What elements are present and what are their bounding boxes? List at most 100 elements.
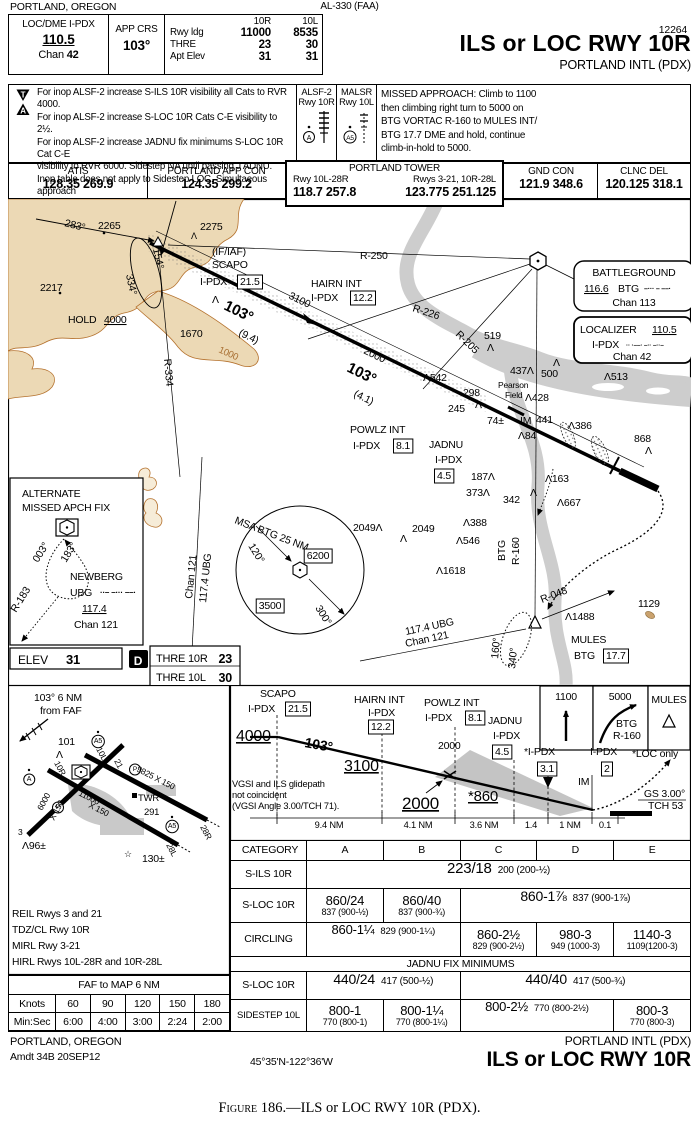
chart-label: 23 [218, 652, 232, 666]
chart-label: Λ386 [568, 420, 592, 432]
chart-label: 1.4 [525, 820, 537, 830]
minsec-value: 3:00 [124, 1012, 160, 1030]
chart-label: 2049 [412, 523, 435, 535]
chart-label: BTG [574, 650, 595, 662]
s-loc-cde: 860-1⅞ 837 (900-1⅞) [459, 888, 690, 922]
circling-ab-main: 860-1¼ [331, 922, 375, 937]
sidestep-cd: 800-2½ 770 (800-2½) [459, 999, 614, 1032]
marker-beacon [560, 421, 576, 449]
gp-x-mark [443, 770, 457, 780]
gnd-con-label: GND CON [528, 166, 574, 177]
chart-label: Λ542 [423, 372, 447, 384]
chart-label: Λ546 [456, 535, 480, 547]
chart-label: ··– –··· ––· [100, 588, 136, 597]
chart-label: HIRL Rwys 10L-28R and 10R-28L [12, 957, 163, 968]
chart-label-box [434, 468, 455, 484]
chart-label: 2049Λ [353, 522, 383, 534]
malsr-cell: MALSR Rwy 10L A5 [336, 85, 376, 162]
apt-elev-label: Apt Elev [170, 51, 205, 62]
mules-fix-triangle [528, 614, 542, 629]
missed-line: climb-in-hold to 5000. [381, 143, 472, 155]
cat-e: E [613, 841, 690, 860]
notes-text-cell: T A For inop ALSF-2 increase S-ILS 10R v… [9, 85, 296, 210]
alternate-minimums-icon: A [16, 103, 30, 116]
circling-e-main: 1140-3 [632, 926, 672, 942]
cat-c: C [459, 841, 537, 860]
fix-jadnu: JADNU [429, 439, 463, 451]
s-loc-b-sub: 837 (900-¾) [398, 906, 446, 917]
chart-label: Λ [400, 533, 407, 545]
s-ils-sub: 200 (200-½) [497, 865, 550, 876]
vortac-hexagon [74, 765, 88, 779]
chart-label: I-PDX [248, 703, 275, 715]
chart-label: SCAPO [260, 688, 296, 700]
chart-label-box [23, 773, 36, 786]
tower-box: PORTLAND TOWER Rwy 10L-28R Rwys 3-21, 10… [285, 160, 504, 207]
footer-title-block: PORTLAND INTL (PDX) ILS or LOC RWY 10R [487, 1034, 692, 1072]
clnc-del-freq: 120.125 318.1 [605, 177, 683, 191]
circling-d-sub: 949 (1000-3) [550, 940, 600, 951]
s-ils-main: 223/18 [447, 860, 492, 877]
airport-elev-label: ELEV [18, 653, 48, 667]
chart-label: 0.1 [599, 820, 611, 830]
chart-label: 2275 [200, 221, 223, 233]
s-loc-jadnu-cde-sub: 417 (500-¾) [572, 976, 626, 987]
alsf2-cell: ALSF-2 Rwy 10R A [296, 85, 336, 162]
dotted-arrow [537, 468, 554, 516]
ubg-radial-line [191, 456, 203, 652]
pearson-field-runway [507, 405, 525, 417]
cat-b: B [382, 841, 460, 860]
navaid-newberg: NEWBERG [70, 571, 123, 583]
app-con-freq: 124.35 299.2 [181, 177, 252, 191]
s-loc-jadnu-cde: 440/40 417 (500-¾) [459, 971, 690, 999]
knots-value: 90 [89, 994, 125, 1012]
mules-hold [499, 611, 533, 667]
knots-value: 60 [55, 994, 90, 1012]
chart-label: I-PDX [353, 440, 380, 452]
chart-label: IM [578, 776, 589, 788]
chart-label: 154° [150, 247, 166, 270]
note-line: visibility to RVR 6000. Sidestep NA unti… [37, 161, 273, 173]
alternate-missed-box [9, 477, 144, 646]
footer-airport: PORTLAND INTL (PDX) [564, 1034, 691, 1048]
chart-label: 4.5 [437, 470, 451, 482]
s-loc-label: S-LOC 10R [231, 888, 306, 922]
rwy-ldg-10r: 11000 [240, 27, 272, 39]
chart-label: 245 [448, 403, 465, 415]
chart-label: (IF/IAF) [212, 246, 246, 258]
note-line: For inop ALSF-2 increase S-LOC 10R Cats … [37, 111, 278, 136]
missed-approach-track [547, 490, 664, 610]
chart-label-box [465, 710, 486, 726]
s-loc-cde-main: 860-1⅞ [520, 888, 567, 904]
minsec-value: 6:00 [55, 1012, 90, 1030]
category-header: CATEGORY [241, 843, 299, 856]
circling-c-main: 860-2½ [477, 926, 520, 942]
chart-label: Λ96± [22, 840, 46, 852]
tower-symbol [132, 793, 137, 798]
msa-bearing-120 [255, 525, 292, 562]
vdp-arrow [543, 777, 553, 788]
chart-label: 1100 [555, 691, 577, 703]
chart-label: 5000 [609, 691, 632, 703]
chart-label-box [601, 761, 613, 777]
apt-elev-10r: 31 [258, 51, 272, 63]
tower-rwys-1: Rwy 10L-28R [293, 174, 349, 185]
light-dot [170, 815, 174, 819]
s-ils-minimums: 223/18 200 (200-½) [306, 860, 690, 888]
atis-freq: 128.35 269.9 [42, 177, 114, 191]
circling-ab-sub: 829 (900-1¼) [380, 926, 436, 937]
terrain [135, 290, 259, 367]
chart-label: Λ428 [525, 392, 549, 404]
chart-label: 334° [123, 273, 139, 296]
loc-freq: 110.5 [42, 32, 75, 47]
chart-label: 340° [506, 647, 520, 669]
caption-prefix: Figure [218, 1100, 258, 1116]
runway-tick [609, 456, 620, 475]
chart-label: R-160 [613, 730, 641, 742]
chart-label: ·· ·––· –·· –··– [626, 342, 664, 349]
apron [100, 818, 144, 835]
missed-approach-cell: MISSED APPROACH: Climb to 1100 then clim… [376, 85, 690, 162]
tower-rwys-2: Rwys 3-21, 10R-28L [413, 174, 496, 185]
